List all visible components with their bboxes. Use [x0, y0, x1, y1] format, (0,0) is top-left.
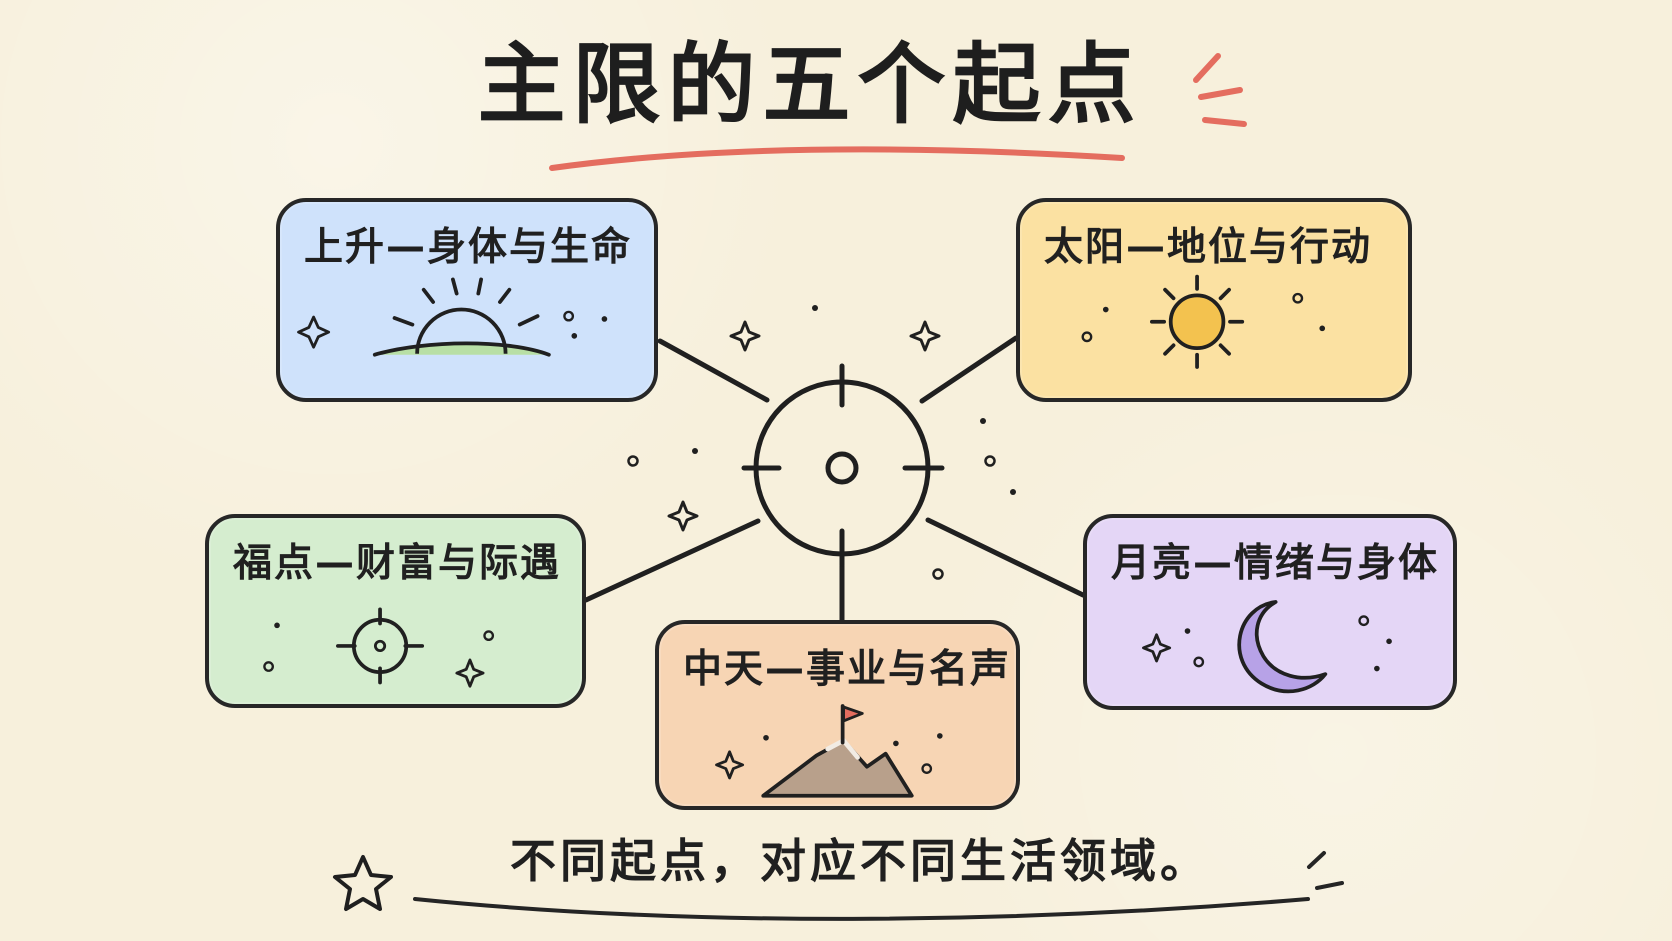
sun-icon [1081, 274, 1326, 369]
target-crosshair-icon [741, 363, 945, 568]
title-underline [549, 146, 1125, 171]
card-title-moon: 月亮—情绪与身体 [1111, 541, 1440, 586]
decorative-dot [692, 448, 698, 454]
card-midheaven: 中天—事业与名声 [655, 620, 1020, 810]
card-moon: 月亮—情绪与身体 [1083, 514, 1457, 710]
decorative-dot [984, 455, 996, 467]
accent-stroke-icon [1307, 851, 1326, 869]
accent-stroke-icon [1202, 117, 1247, 127]
accent-stroke-icon [1198, 87, 1243, 100]
sparkle-icon [729, 320, 761, 352]
decorative-dot [812, 305, 818, 311]
connector-line [657, 338, 770, 403]
sparkle-icon [667, 500, 699, 532]
connector-line [919, 335, 1019, 404]
accent-stroke-icon [1315, 881, 1344, 890]
mountain-flag-icon [715, 704, 943, 798]
star-outline-icon [333, 855, 393, 911]
connector-line [925, 517, 1086, 598]
crescent-moon-icon [1142, 600, 1392, 694]
sunrise-icon [297, 277, 608, 357]
accent-stroke-icon [1193, 53, 1221, 83]
decorative-dot [1010, 489, 1016, 495]
card-sun: 太阳—地位与行动 [1016, 198, 1412, 402]
decorative-dot [980, 418, 986, 424]
footer-underline [413, 897, 1310, 921]
card-part-of-fortune: 福点—财富与际遇 [205, 514, 586, 708]
card-title-ascendant: 上升—身体与生命 [304, 225, 633, 270]
decorative-dot [627, 455, 639, 467]
crosshair-icon [263, 607, 495, 688]
sparkle-icon [909, 320, 941, 352]
decorative-dot [932, 568, 944, 580]
card-title-sun: 太阳—地位与行动 [1044, 225, 1373, 270]
card-title-midheaven: 中天—事业与名声 [683, 647, 1012, 692]
page-title: 主限的五个起点 [477, 33, 1143, 136]
card-title-part-of-fortune: 福点—财富与际遇 [233, 541, 562, 586]
card-ascendant: 上升—身体与生命 [276, 198, 658, 402]
footer-text: 不同起点，对应不同生活领域。 [510, 834, 1210, 888]
connector-line [583, 518, 761, 603]
